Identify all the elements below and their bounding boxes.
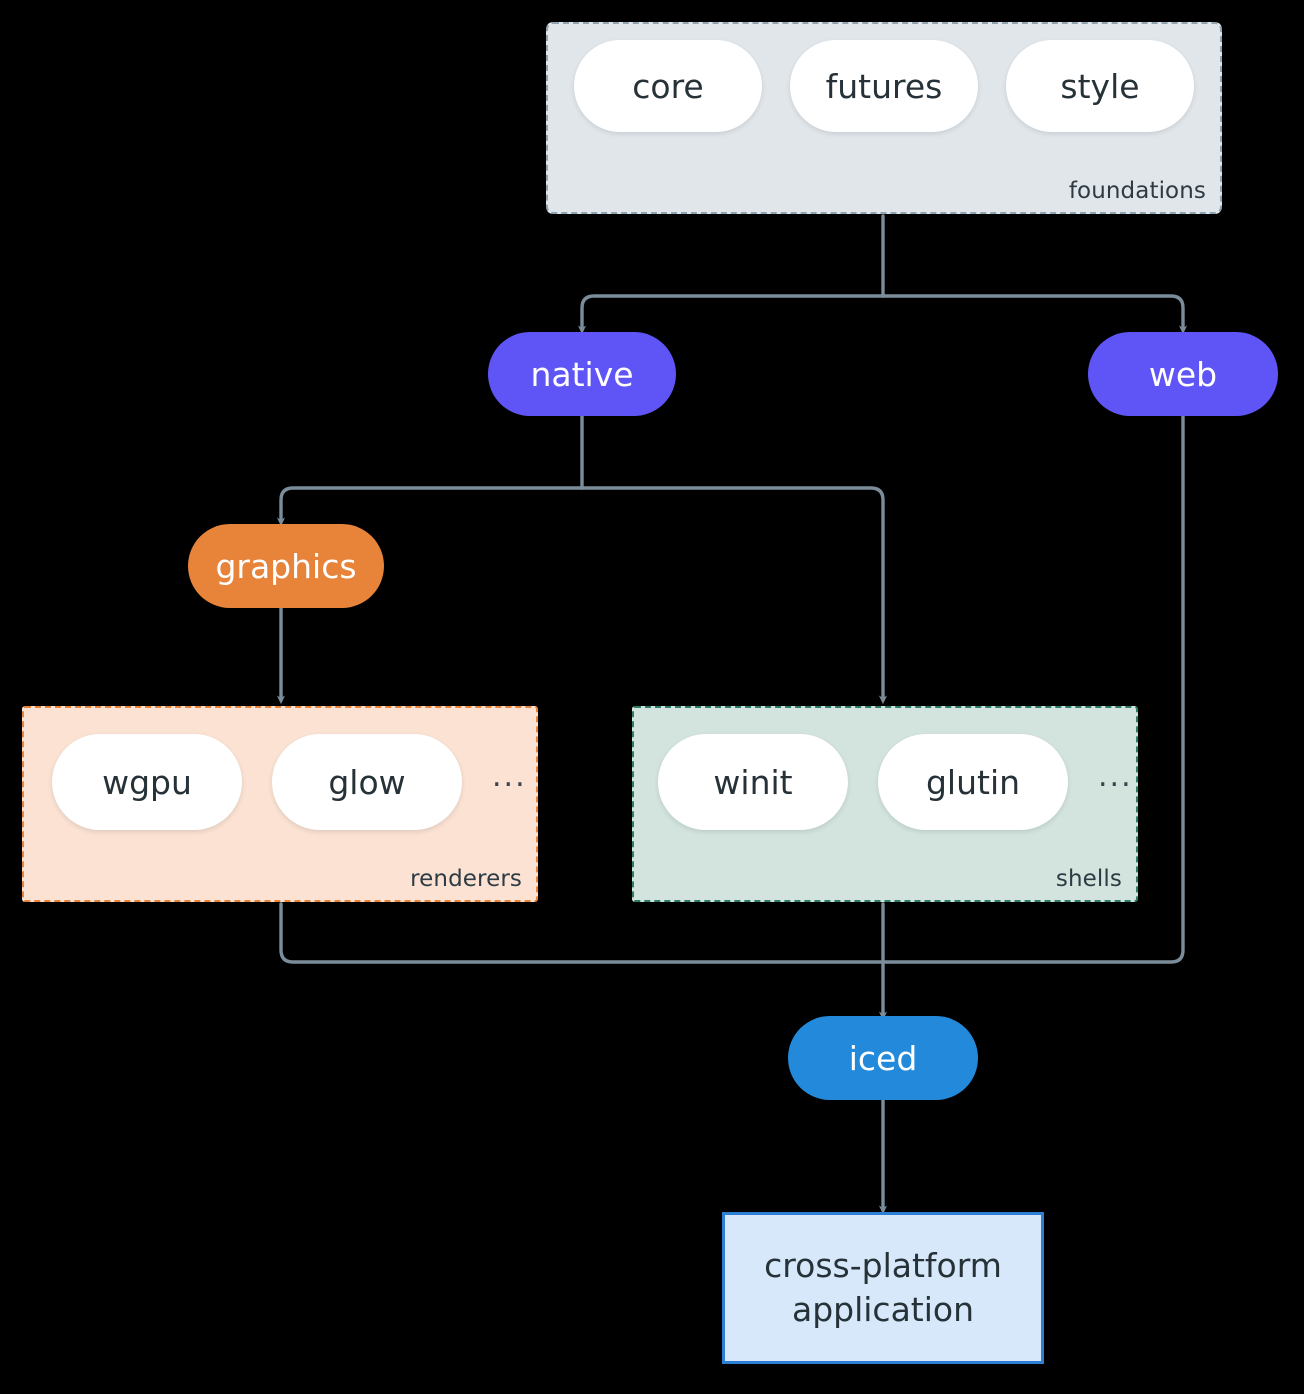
renderers-items: wgpu glow ... — [52, 734, 527, 830]
renderers-more-ellipsis: ... — [492, 759, 527, 794]
cluster-shells: winit glutin ... shells — [632, 706, 1138, 902]
edge-native-to-shells — [580, 486, 888, 705]
shells-items: winit glutin ... — [658, 734, 1133, 830]
edge-foundations-to-native — [577, 294, 885, 335]
edge-foundations-to-web — [881, 294, 1188, 335]
pill-core[interactable]: core — [574, 40, 762, 132]
pill-winit[interactable]: winit — [658, 734, 848, 830]
pill-futures[interactable]: futures — [790, 40, 978, 132]
cluster-label-foundations: foundations — [1068, 178, 1206, 204]
node-web[interactable]: web — [1088, 332, 1278, 416]
foundations-items: core futures style — [574, 40, 1194, 132]
node-graphics[interactable]: graphics — [188, 524, 384, 608]
node-native[interactable]: native — [488, 332, 676, 416]
edge-renderers-to-iced — [279, 902, 885, 964]
cluster-label-renderers: renderers — [410, 866, 522, 892]
pill-style[interactable]: style — [1006, 40, 1194, 132]
pill-wgpu[interactable]: wgpu — [52, 734, 242, 830]
pill-glow[interactable]: glow — [272, 734, 462, 830]
pill-glutin[interactable]: glutin — [878, 734, 1068, 830]
shells-more-ellipsis: ... — [1098, 759, 1133, 794]
cluster-label-shells: shells — [1055, 866, 1122, 892]
application-line-2: application — [791, 1290, 975, 1329]
edge-native-to-graphics — [276, 486, 584, 527]
cluster-foundations: core futures style foundations — [546, 22, 1222, 214]
application-line-1: cross-platform — [764, 1246, 1002, 1286]
node-cross-platform-application[interactable]: cross-platform application — [722, 1212, 1044, 1364]
cluster-renderers: wgpu glow ... renderers — [22, 706, 538, 902]
node-iced[interactable]: iced — [788, 1016, 978, 1100]
